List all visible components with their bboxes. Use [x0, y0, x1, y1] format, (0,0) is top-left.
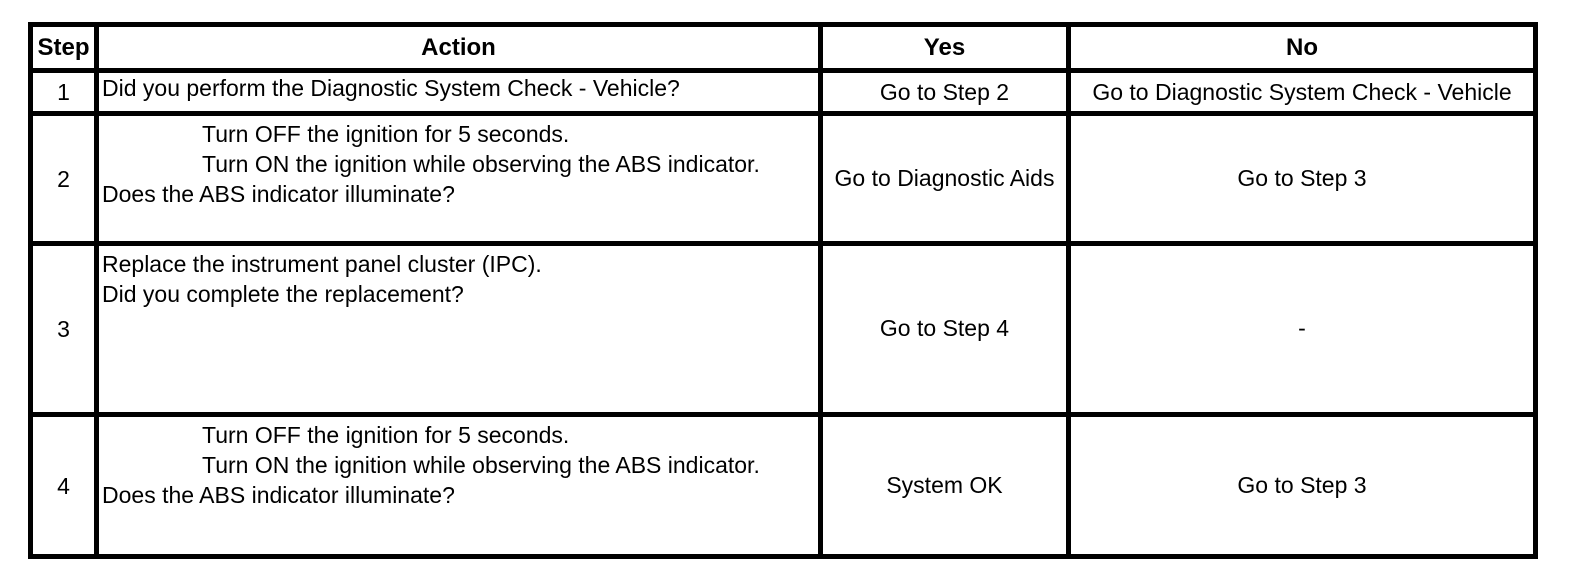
action-question: Does the ABS indicator illuminate?: [102, 181, 455, 207]
action-question: Did you perform the Diagnostic System Ch…: [102, 75, 680, 102]
no-cell: Go to Step 3: [1066, 111, 1538, 246]
action-instructions: Replace the instrument panel cluster (IP…: [102, 249, 814, 279]
no-cell: Go to Diagnostic System Check - Vehicle: [1066, 68, 1538, 116]
yes-cell: Go to Step 4: [818, 241, 1071, 417]
header-step: Step: [28, 22, 99, 73]
yes-value: Go to Diagnostic Aids: [834, 164, 1055, 191]
table-row-step-3: 3 Replace the instrument panel cluster (…: [28, 241, 1538, 417]
header-no: No: [1066, 22, 1538, 73]
yes-cell: Go to Diagnostic Aids: [818, 111, 1071, 246]
diagnostic-table: Step Action Yes No 1 Did you perform the…: [28, 22, 1538, 559]
table-header-row: Step Action Yes No: [28, 22, 1538, 73]
step-number: 3: [28, 241, 99, 417]
yes-value: Go to Step 4: [879, 315, 1010, 341]
no-value: Go to Step 3: [1237, 164, 1367, 191]
no-value: -: [1298, 315, 1306, 341]
yes-cell: System OK: [818, 412, 1071, 559]
no-value: Go to Diagnostic System Check - Vehicle: [1092, 79, 1512, 105]
table-row-step-2: 2 Turn OFF the ignition for 5 seconds. T…: [28, 111, 1538, 246]
instruction-line: Turn ON the ignition while observing the…: [202, 452, 760, 478]
header-action: Action: [94, 22, 823, 73]
action-cell: Turn OFF the ignition for 5 seconds. Tur…: [94, 412, 823, 559]
no-cell: -: [1066, 241, 1538, 417]
action-question: Does the ABS indicator illuminate?: [102, 482, 455, 508]
yes-cell: Go to Step 2: [818, 68, 1071, 116]
action-question: Did you complete the replacement?: [102, 281, 464, 307]
yes-value: Go to Step 2: [879, 79, 1010, 105]
instruction-line: Replace the instrument panel cluster (IP…: [102, 251, 542, 277]
instruction-line: Turn OFF the ignition for 5 seconds.: [202, 121, 570, 147]
action-cell: Did you perform the Diagnostic System Ch…: [94, 68, 823, 116]
action-instructions: Turn OFF the ignition for 5 seconds. Tur…: [102, 420, 814, 480]
header-yes: Yes: [818, 22, 1071, 73]
action-cell: Turn OFF the ignition for 5 seconds. Tur…: [94, 111, 823, 246]
action-instructions: Turn OFF the ignition for 5 seconds. Tur…: [102, 119, 814, 179]
step-number: 1: [28, 68, 99, 116]
instruction-line: Turn OFF the ignition for 5 seconds.: [202, 422, 570, 448]
yes-value: System OK: [886, 471, 1003, 498]
step-number: 2: [28, 111, 99, 246]
action-cell: Replace the instrument panel cluster (IP…: [94, 241, 823, 417]
step-number: 4: [28, 412, 99, 559]
instruction-line: Turn ON the ignition while observing the…: [202, 151, 760, 177]
no-value: Go to Step 3: [1237, 471, 1367, 498]
no-cell: Go to Step 3: [1066, 412, 1538, 559]
table-row-step-1: 1 Did you perform the Diagnostic System …: [28, 68, 1538, 116]
table-row-step-4: 4 Turn OFF the ignition for 5 seconds. T…: [28, 412, 1538, 559]
